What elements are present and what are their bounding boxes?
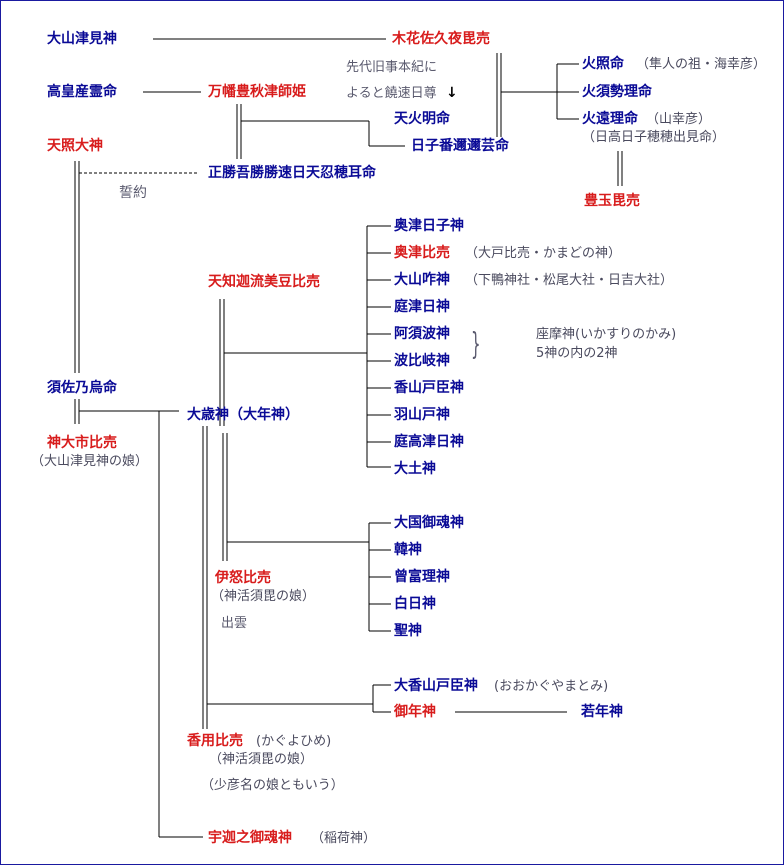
node-inohime: 伊怒比売: [215, 570, 271, 586]
label-izumo: 出雲: [221, 616, 248, 631]
node-yorozuhata: 万幡豊秋津師姫: [208, 84, 306, 100]
note-sukuna: （少彦名の娘ともいう）: [201, 778, 344, 793]
node-konohanasakuya: 木花佐久夜毘売: [392, 31, 490, 47]
node-niwatakatsuhi: 庭高津日神: [394, 434, 464, 450]
node-hahiki: 波比岐神: [394, 353, 450, 369]
node-takamimusubi: 高皇産霊命: [47, 84, 117, 100]
node-amaterasu: 天照大神: [47, 138, 103, 154]
note-kuji-2: よると饒速日尊: [346, 86, 437, 101]
node-wakatoshi: 若年神: [581, 704, 623, 720]
node-oyamatsumi: 大山津見神: [47, 31, 117, 47]
note-ukanomitama: （稲荷神）: [311, 831, 377, 846]
node-hayamato: 羽山戸神: [394, 407, 450, 423]
note-hoderi: （隼人の祖・海幸彦）: [636, 57, 767, 72]
note-zama-1: 座摩神(いかすりのかみ): [536, 327, 677, 342]
note-kuji-1: 先代旧事本紀に: [346, 60, 438, 75]
brace: }: [471, 327, 481, 362]
note-hoori-2: （日高日子穂穂出見命）: [582, 130, 726, 145]
node-asuha: 阿須波神: [394, 326, 450, 342]
node-amenohoakari: 天火明命: [394, 111, 450, 127]
node-hosuseri: 火須勢理命: [582, 84, 652, 100]
note-inohime: （神活須毘の娘）: [211, 589, 316, 604]
node-niwatsuhi: 庭津日神: [394, 299, 450, 315]
note-kayohime: （神活須毘の娘）: [209, 752, 314, 767]
node-sohori: 曾富理神: [394, 569, 450, 585]
node-kayohime: 香用比売: [187, 733, 243, 749]
note-hoori-1: （山幸彦）: [646, 112, 712, 127]
node-hoori: 火遠理命: [582, 111, 638, 127]
node-toshigami: 大歳神（大年神）: [187, 407, 299, 423]
node-susanoo: 須佐乃烏命: [47, 380, 117, 396]
note-kayohime-reading: (かぐよひめ): [256, 734, 332, 749]
node-okitsuhime: 奥津比売: [394, 245, 450, 261]
node-ukanomitama: 宇迦之御魂神: [208, 830, 292, 846]
note-kamuoichi: （大山津見神の娘）: [31, 454, 149, 469]
node-oyamakui: 大山咋神: [394, 272, 450, 288]
label-oath: 誓約: [119, 185, 147, 201]
note-okagayamatomi: (おおかぐやまとみ): [494, 679, 609, 694]
node-okunimitama: 大国御魂神: [394, 515, 464, 531]
node-okitsuhiko: 奥津日子神: [394, 218, 464, 234]
node-hoderi: 火照命: [582, 56, 624, 72]
node-shirahi: 白日神: [394, 596, 436, 612]
arrow-down-icon: ↓: [446, 85, 458, 101]
node-ninigi: 日子番邇邇芸命: [411, 138, 509, 154]
node-amechikaru: 天知迦流美豆比売: [208, 274, 320, 290]
node-kagayamatomi: 香山戸臣神: [394, 380, 464, 396]
node-mitoshi: 御年神: [394, 704, 436, 720]
node-hijiri: 聖神: [394, 623, 422, 639]
node-oshihomimi: 正勝吾勝勝速日天忍穂耳命: [208, 165, 376, 181]
note-zama-2: 5神の内の2神: [536, 346, 618, 361]
node-toyotama: 豊玉毘売: [584, 193, 640, 209]
node-otsuchi: 大土神: [394, 461, 436, 477]
node-okagayamatomi: 大香山戸臣神: [394, 678, 478, 694]
node-karakami: 韓神: [394, 542, 422, 558]
note-oyamakui: （下鴨神社・松尾大社・日吉大社）: [465, 273, 674, 288]
note-okitsuhime: （大戸比売・かまどの神）: [465, 246, 622, 261]
node-kamuoichi: 神大市比売: [47, 435, 117, 451]
